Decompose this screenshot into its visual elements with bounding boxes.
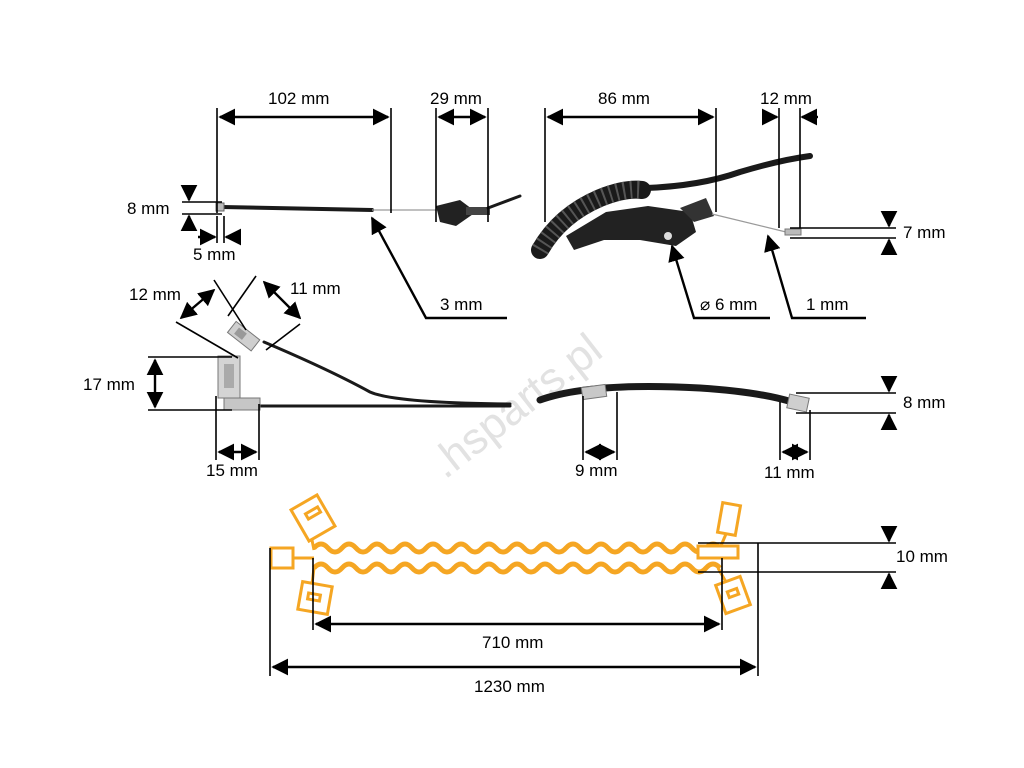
label-86mm: 86 mm (598, 89, 650, 108)
label-6mm: ⌀ 6 mm (700, 295, 757, 314)
lever (566, 206, 696, 250)
label-17mm: 17 mm (83, 375, 135, 394)
label-11mm: 11 mm (764, 463, 815, 482)
label-3mm: 3 mm (440, 295, 483, 314)
dim-arrow-12-angled (179, 288, 216, 320)
twisted-strand-upper (312, 541, 722, 555)
upright-connector (217, 355, 261, 411)
leader-3mm (370, 216, 507, 320)
label-11mm-angled: 11 mm (290, 279, 341, 298)
ext-line (265, 323, 301, 351)
leader-1mm (764, 234, 866, 320)
leader-6mm (668, 244, 770, 320)
right-end-fittings (696, 500, 753, 616)
lever-clip (680, 198, 714, 222)
label-7mm: 7 mm (903, 223, 946, 242)
label-1mm: 1 mm (806, 295, 849, 314)
label-8mm-right: 8 mm (903, 393, 946, 412)
label-710mm: 710 mm (482, 633, 543, 652)
label-5mm: 5 mm (193, 245, 236, 264)
cable-end-fitting (786, 393, 810, 413)
upper-cable (643, 153, 813, 191)
hose-ribs (532, 180, 644, 255)
inner-wire (711, 213, 787, 233)
mid-left-connector-group: 12 mm 11 mm 17 mm 15 mm (83, 275, 512, 480)
label-12mm-angled: 12 mm (129, 285, 181, 304)
cable-cap (436, 194, 522, 226)
mid-right-cable-group: 9 mm 11 mm 8 mm (536, 375, 946, 482)
bottom-schematic-group: 10 mm 710 mm 1230 mm (269, 492, 948, 696)
lever-hole (664, 232, 672, 240)
label-1230mm: 1230 mm (474, 677, 545, 696)
cable-tip (215, 202, 225, 212)
dim-arrow-11-angled (262, 280, 302, 320)
ext-line (227, 275, 257, 317)
top-right-lever-group: 86 mm 12 mm 7 mm ⌀ 6 mm 1 mm (531, 89, 946, 320)
ext-line (175, 321, 239, 359)
label-102mm: 102 mm (268, 89, 329, 108)
top-left-cable-group: 102 mm 29 mm 8 mm 5 mm 3 mm (127, 89, 522, 320)
label-9mm: 9 mm (575, 461, 618, 480)
sheathed-cable (536, 383, 796, 406)
label-15mm: 15 mm (206, 461, 258, 480)
twisted-strand-lower (312, 561, 722, 575)
cable-top-left (220, 205, 374, 212)
cable-clip (580, 383, 608, 401)
label-8mm: 8 mm (127, 199, 170, 218)
fork-cable-upper (262, 340, 512, 406)
wire-tip (784, 228, 802, 236)
label-12mm: 12 mm (760, 89, 812, 108)
label-29mm: 29 mm (430, 89, 482, 108)
left-end-fittings (269, 492, 338, 617)
angled-connector (226, 320, 261, 352)
ext-line (213, 279, 247, 331)
label-10mm: 10 mm (896, 547, 948, 566)
